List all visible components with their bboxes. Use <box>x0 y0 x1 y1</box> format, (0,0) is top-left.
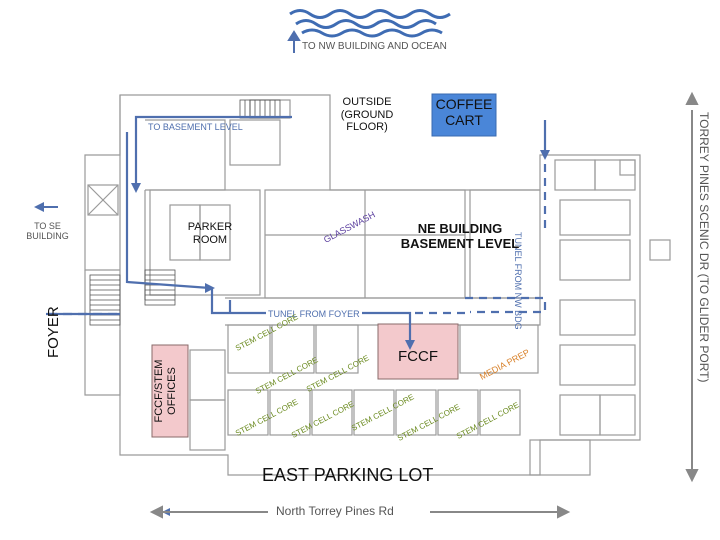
to-se-label: TO SE BUILDING <box>26 221 69 242</box>
building-walls <box>84 94 671 476</box>
road-arrows <box>149 91 699 519</box>
arrow-left-icon <box>149 505 163 519</box>
parker-room-label: PARKER ROOM <box>187 221 233 246</box>
arrow-right-icon <box>557 505 571 519</box>
tunnel-foyer-label: TUNEL FROM FOYER <box>266 309 362 320</box>
foyer-label: FOYER <box>45 306 62 358</box>
fccf-offices-label: FCCF/STEM OFFICES <box>153 359 178 423</box>
fccf-room <box>377 323 459 380</box>
coffee-cart-label: COFFEE CART <box>435 96 493 129</box>
fccf-label: FCCF <box>398 348 438 365</box>
ocean-waves-icon <box>289 9 451 38</box>
stairs-icon <box>89 99 281 326</box>
arrow-down-icon <box>540 150 550 160</box>
arrow-up-icon <box>287 30 301 53</box>
coffee-cart-box <box>431 93 497 137</box>
arrow-right-icon <box>205 283 215 293</box>
arrow-down-icon <box>131 183 141 193</box>
arrow-down-icon <box>685 469 699 483</box>
arrow-left-icon <box>34 202 44 212</box>
north-torrey-label: North Torrey Pines Rd <box>276 504 394 518</box>
arrow-up-icon <box>685 91 699 105</box>
arrow-down-icon <box>405 340 415 350</box>
nw-building-label: TO NW BUILDING AND OCEAN <box>302 41 447 52</box>
east-parking-label: EAST PARKING LOT <box>262 465 434 485</box>
fccf-offices-room <box>151 344 189 438</box>
ne-building-label: NE BUILDING BASEMENT LEVEL <box>400 221 520 251</box>
arrow-heads <box>34 150 550 516</box>
torrey-pines-label: TORREY PINES SCENIC DR (TO GLIDER PORT) <box>697 112 711 383</box>
outside-label: OUTSIDE (GROUND FLOOR) <box>340 96 394 134</box>
to-basement-label: TO BASEMENT LEVEL <box>148 122 243 132</box>
